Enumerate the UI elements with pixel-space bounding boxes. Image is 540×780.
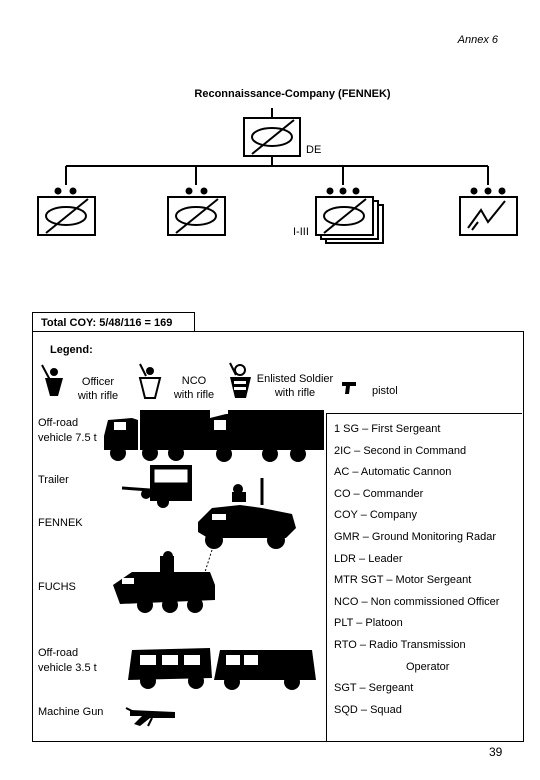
officer-icon — [41, 364, 63, 396]
truck-75t-icon — [104, 410, 324, 462]
abbr-item: RTO – Radio Transmission — [334, 638, 466, 651]
abbr-item: PLT – Platoon — [334, 617, 403, 630]
hq-unit-symbol — [243, 117, 301, 157]
diagram-title: Reconnaissance-Company (FENNEK) — [194, 88, 391, 100]
unit-symbol-1 — [37, 187, 96, 236]
abbr-item: 2IC – Second in Command — [334, 444, 467, 457]
org-connectors — [65, 108, 489, 185]
org-chart — [37, 108, 518, 244]
abbr-item: MTR SGT – Motor Sergeant — [334, 574, 472, 587]
abbr-item: 1 SG – First Sergeant — [334, 423, 441, 435]
abbr-item: CO – Commander — [334, 487, 424, 500]
unit-symbol-2 — [167, 187, 226, 236]
abbr-item: COY – Company — [334, 509, 417, 522]
nco-icon — [138, 363, 162, 399]
abbr-item: GMR – Ground Monitoring Radar — [334, 530, 497, 543]
abbr-item: SQD – Squad — [334, 703, 402, 716]
trailer-label: Trailer — [38, 474, 69, 486]
officer-label: Officer with rifle — [77, 376, 119, 402]
fuchs-label: FUCHS — [38, 581, 76, 593]
fennek-label: FENNEK — [38, 517, 83, 529]
unit-symbol-signals — [459, 187, 518, 236]
enlisted-label: Enlisted Soldier with rifle — [256, 373, 334, 399]
truck-35t-icon — [128, 648, 316, 690]
abbr-item: Operator — [406, 660, 450, 673]
trailer-icon — [121, 465, 192, 508]
page-number: 39 — [489, 745, 503, 759]
machine-gun-label: Machine Gun — [38, 706, 104, 718]
abbreviations-box — [326, 413, 522, 741]
abbr-item: NCO – Non commissioned Officer — [334, 595, 500, 608]
pistol-icon — [342, 382, 356, 394]
annex-label: Annex 6 — [457, 34, 498, 46]
unit-symbol-platoons — [315, 187, 384, 244]
abbreviations-list: 1 SG – First Sergeant 2IC – Second in Co… — [334, 419, 520, 721]
legend-box — [32, 331, 524, 742]
legend-title: Legend: — [50, 344, 93, 356]
offroad-75t-label: Off-road vehicle 7.5 t — [38, 417, 97, 444]
fennek-icon — [198, 478, 296, 549]
pistol-label: pistol — [372, 385, 398, 397]
fuchs-icon — [113, 551, 215, 613]
enlisted-icon — [229, 362, 251, 398]
machine-gun-icon — [125, 707, 175, 727]
abbr-item: AC – Automatic Cannon — [334, 466, 452, 479]
nco-label: NCO with rifle — [173, 375, 215, 401]
platoon-label: I-III — [293, 226, 309, 238]
hq-label: DE — [306, 144, 322, 156]
offroad-35t-label: Off-road vehicle 3.5 t — [38, 647, 97, 674]
abbr-item: LDR – Leader — [334, 552, 403, 565]
abbr-item: SGT – Sergeant — [334, 682, 414, 695]
